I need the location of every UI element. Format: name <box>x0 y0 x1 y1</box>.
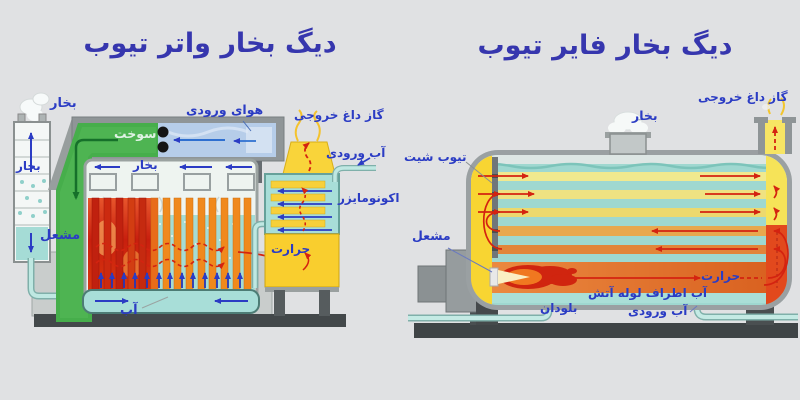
water-droplets <box>18 179 47 218</box>
front-cap <box>471 155 492 305</box>
label-blowdown: بلودان <box>540 301 578 315</box>
label-heat-left: حرارت <box>271 242 311 256</box>
label-burner-left: مشعل <box>40 228 81 243</box>
label-steam-tank: بخار <box>16 159 41 173</box>
left-base-bar <box>34 314 346 327</box>
label-economizer: اکونومایزر <box>338 191 400 205</box>
label-water-in-right: آب ورودی <box>628 304 688 318</box>
water-tube-boiler-drawing <box>13 92 376 327</box>
fire-tubes-second-pass <box>471 226 787 254</box>
label-hot-gas-out-right: گاز داغ خروجی <box>698 90 788 104</box>
label-hot-gas-out-left: گاز داغ خروجی <box>294 108 384 122</box>
fire-tubes-third-pass <box>471 172 787 217</box>
water-rise-arrows <box>98 272 243 288</box>
fire-tube-boiler-drawing <box>408 97 798 338</box>
air-duct-interior <box>157 123 276 157</box>
label-burner-right: مشعل <box>412 228 451 243</box>
right-base-bar <box>414 323 798 338</box>
feedwater-pipe <box>332 165 376 182</box>
label-fuel: سوخت <box>114 126 157 141</box>
label-heat-right: حرارت <box>701 269 741 283</box>
label-water-in-left: آب ورودی <box>326 146 386 160</box>
label-water: آب <box>120 303 138 318</box>
label-steam-out: بخار <box>50 96 77 111</box>
condenser-tank <box>13 92 51 263</box>
fuel-flow-arrow <box>72 138 118 200</box>
exhaust-chimney <box>754 97 796 154</box>
label-air-in: هوای ورودی <box>186 102 264 117</box>
label-tube-sheet: تیوب شیت <box>404 150 467 164</box>
downcomer-pipe <box>251 220 268 288</box>
gas-flow-arrows <box>478 173 789 286</box>
blowdown-pipe <box>408 297 553 322</box>
heat-box <box>264 233 340 288</box>
water-drum <box>82 289 260 314</box>
steam-dome <box>605 111 651 155</box>
economizer-assembly <box>264 109 376 316</box>
water-tube-title: دیگ بخار واتر تیوب <box>83 28 337 59</box>
label-water-around-tube: آب اطراف لوله آتش <box>588 286 708 300</box>
label-steam-right: بخار <box>632 108 658 123</box>
burner-flame <box>489 265 577 289</box>
condensate-pipe <box>27 258 88 300</box>
tube-sheet-strip <box>492 157 498 258</box>
fire-tube-title: دیگ بخار فایر تیوب <box>477 30 733 61</box>
label-steam-drum: بخار <box>133 158 158 172</box>
